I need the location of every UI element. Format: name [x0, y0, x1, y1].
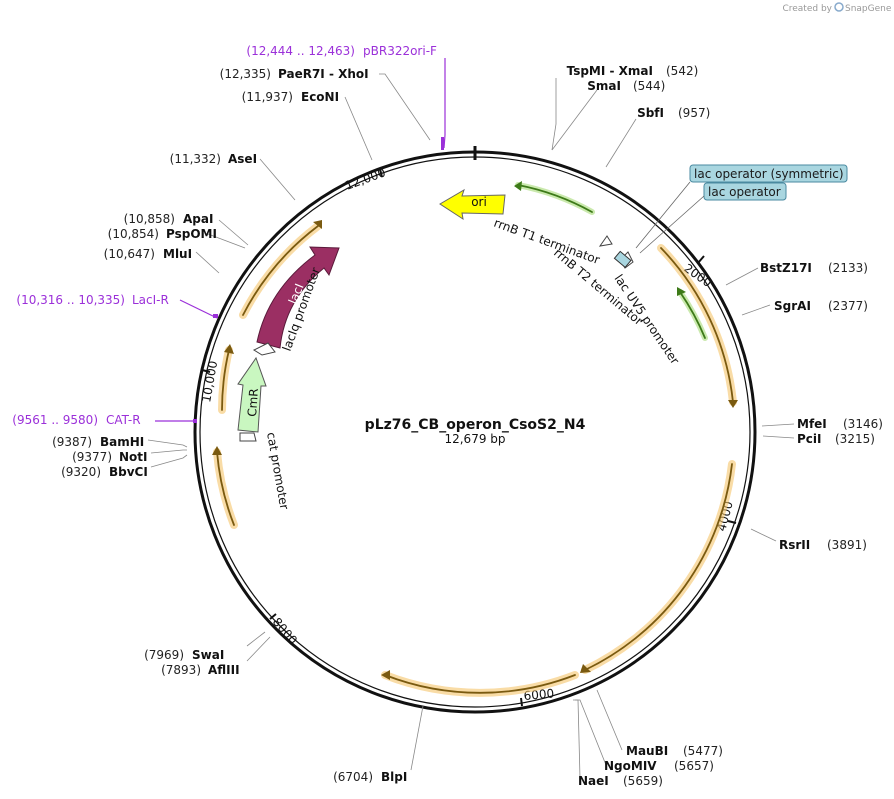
site-position: (3891) — [827, 538, 867, 552]
site-name[interactable]: SgrAI — [774, 299, 811, 313]
site-position: (5477) — [683, 744, 723, 758]
site-position: (10,858) — [124, 212, 175, 226]
site-position: (542) — [666, 64, 698, 78]
primer-leader-lines — [155, 58, 446, 422]
ori-feature[interactable]: ori — [439, 188, 506, 221]
site-position: (9320) — [61, 465, 101, 479]
site-name[interactable]: AflIII — [208, 663, 240, 677]
lac-operator-symmetric-label: lac operator (symmetric) — [694, 167, 844, 181]
site-leader-lines — [147, 73, 795, 779]
primer-position: (9561 .. 9580) — [12, 413, 98, 427]
site-name[interactable]: NotI — [119, 450, 148, 464]
cat-promoter-label: cat promoter — [264, 431, 291, 510]
primer-name[interactable]: pBR322ori-F — [363, 44, 437, 58]
plasmid-name: pLz76_CB_operon_CsoS2_N4 — [365, 417, 586, 433]
site-name[interactable]: BlpI — [381, 770, 407, 784]
site-position: (9377) — [72, 450, 112, 464]
created-by-text: Created by — [782, 4, 832, 14]
plasmid-length: 12,679 bp — [444, 432, 505, 446]
ori-label: ori — [471, 195, 487, 209]
site-position: (2377) — [828, 299, 868, 313]
site-name[interactable]: BstZ17I — [760, 261, 812, 275]
lac-operator-box[interactable]: lac operator — [703, 182, 787, 201]
site-position: (2133) — [828, 261, 868, 275]
restriction-sites: TspMI - XmaI (542) SmaI (544) SbfI (957)… — [52, 64, 883, 788]
site-position: (957) — [678, 106, 710, 120]
tick-label-12000: 12,000 — [343, 165, 387, 193]
snapgene-brand: SnapGene — [845, 4, 892, 14]
cmr-feature[interactable]: CmR — [237, 356, 267, 433]
site-position: (3146) — [843, 417, 883, 431]
primer-marks — [193, 137, 444, 423]
site-position: (3215) — [835, 432, 875, 446]
site-position: (6704) — [333, 770, 373, 784]
site-position: (12,335) — [220, 67, 271, 81]
site-name[interactable]: PciI — [797, 432, 822, 446]
tick-label-8000: 8000 — [270, 615, 300, 647]
site-name[interactable]: EcoNI — [301, 90, 339, 104]
site-position: (10,647) — [104, 247, 155, 261]
lac-operator-icon — [613, 250, 632, 269]
site-position: (7893) — [161, 663, 201, 677]
site-name[interactable]: NgoMIV — [604, 759, 657, 773]
lacuv5-promoter-label: lac UV5 promoter — [612, 272, 682, 367]
primer-position: (12,444 .. 12,463) — [246, 44, 355, 58]
snapgene-logo-icon — [834, 2, 844, 12]
cmr-label: CmR — [245, 388, 261, 417]
primer-name[interactable]: CAT-R — [106, 413, 141, 427]
tick-marks — [201, 168, 737, 707]
site-position: (5659) — [623, 774, 663, 788]
site-name[interactable]: SbfI — [637, 106, 664, 120]
primer-position: (10,316 .. 10,335) — [16, 293, 125, 307]
site-position: (11,332) — [170, 152, 221, 166]
orf-arcs — [213, 222, 737, 697]
site-name[interactable]: BamHI — [100, 435, 144, 449]
site-position: (5657) — [674, 759, 714, 773]
lac-operator-label: lac operator — [708, 185, 781, 199]
site-position: (11,937) — [242, 90, 293, 104]
site-position: (7969) — [144, 648, 184, 662]
site-name[interactable]: MauBI — [626, 744, 668, 758]
site-name[interactable]: ApaI — [183, 212, 213, 226]
site-name[interactable]: PaeR7I - XhoI — [278, 67, 369, 81]
primer-name[interactable]: LacI-R — [132, 293, 169, 307]
site-name[interactable]: PspOMI — [166, 227, 217, 241]
lac-operator-symmetric-box[interactable]: lac operator (symmetric) — [689, 164, 848, 183]
site-position: (10,854) — [108, 227, 159, 241]
rrnb-t1-label: rrnB T1 terminator — [492, 216, 602, 267]
site-name[interactable]: RsrII — [779, 538, 810, 552]
site-name[interactable]: AseI — [228, 152, 257, 166]
green-arrowheads — [514, 181, 686, 296]
site-position: (544) — [633, 79, 665, 93]
site-name[interactable]: BbvCI — [109, 465, 148, 479]
site-name[interactable]: SwaI — [192, 648, 224, 662]
site-name[interactable]: MfeI — [797, 417, 827, 431]
site-name[interactable]: MluI — [163, 247, 192, 261]
site-position: (9387) — [52, 435, 92, 449]
site-name[interactable]: SmaI — [587, 79, 621, 93]
site-name[interactable]: TspMI - XmaI — [567, 64, 653, 78]
primer-labels: (12,444 .. 12,463) pBR322ori-F (10,316 .… — [12, 44, 437, 427]
site-name[interactable]: NaeI — [578, 774, 609, 788]
orf-arrowheads — [212, 220, 738, 680]
